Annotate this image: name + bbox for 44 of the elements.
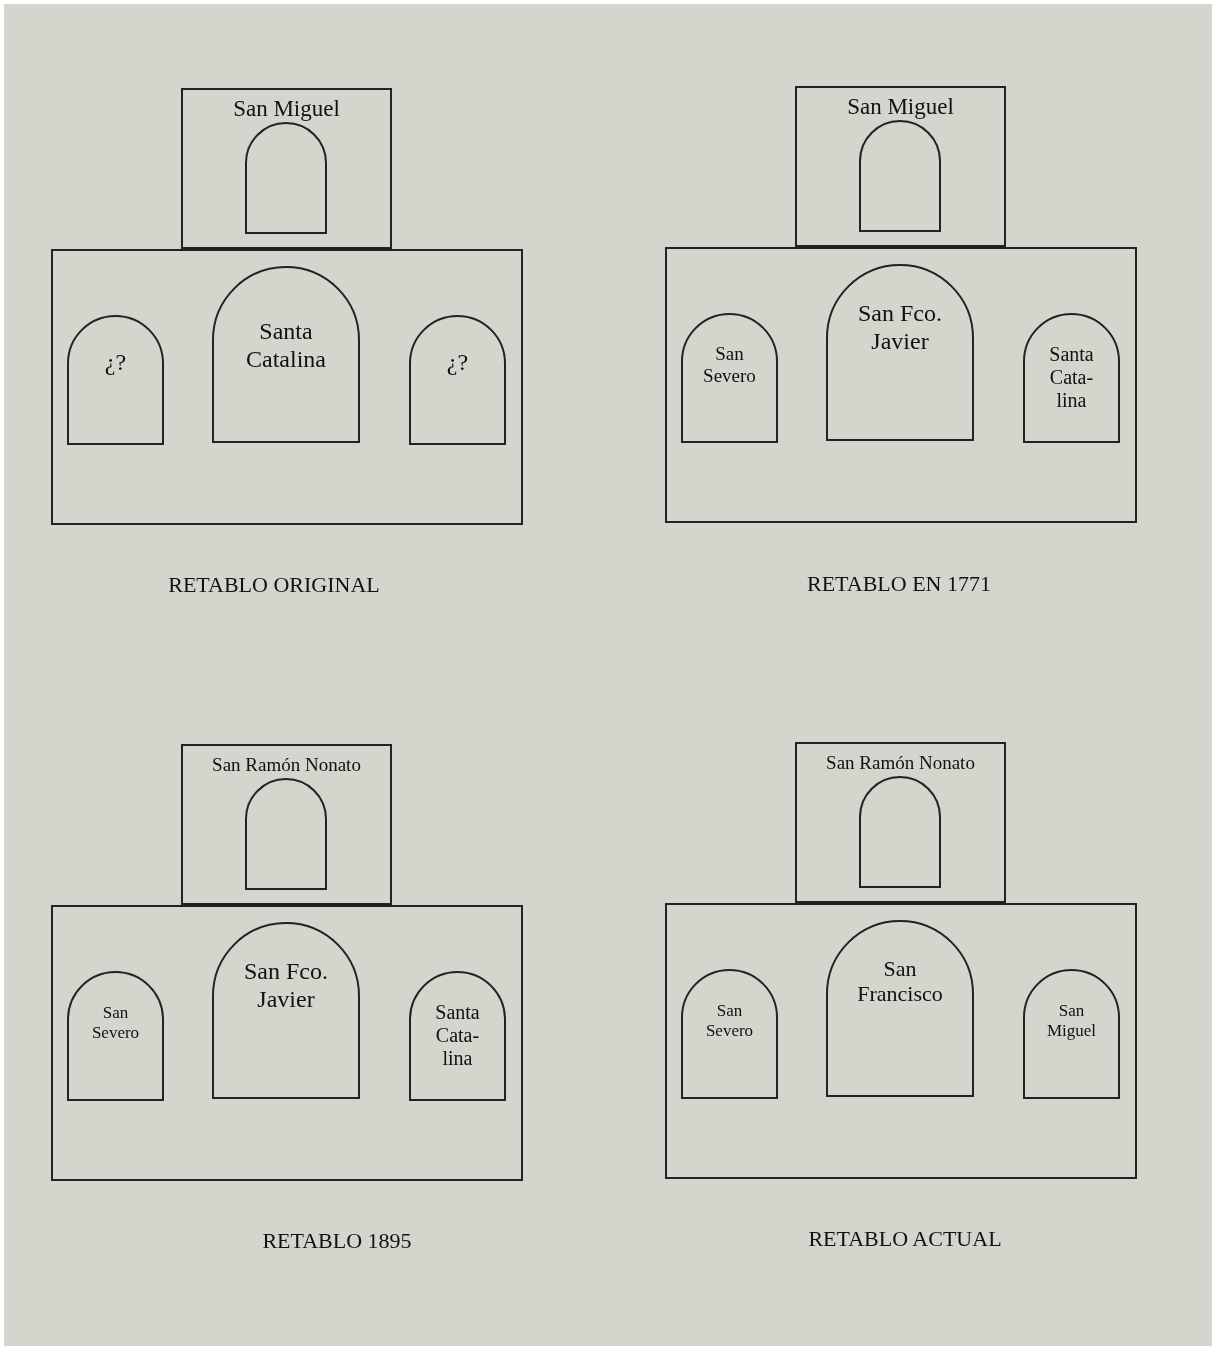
niche-arch [245,122,327,234]
upper-panel [795,86,1006,247]
niche-arch [245,778,327,890]
saint-name: San Francisco [856,956,944,1007]
niche-arch [212,266,360,443]
niche-arch [212,922,360,1099]
altarpiece-caption: RETABLO ORIGINAL [168,572,380,598]
niche-arch [859,120,941,232]
upper-panel [795,742,1006,903]
altarpiece-caption: RETABLO ACTUAL [808,1226,1002,1252]
niche-arch [826,264,974,441]
saint-name: Santa Cata- lina [434,1001,481,1070]
altarpiece-body [665,903,1137,1179]
saint-name: San Severo [702,343,757,387]
saint-name: San Miguel [232,96,341,123]
niche-arch [681,969,778,1099]
altarpiece-body [51,249,523,525]
niche-arch [859,776,941,888]
niche-arch [67,315,164,445]
niche-arch [681,313,778,443]
saint-name: San Fco. Javier [243,958,329,1014]
niche-arch [1023,969,1120,1099]
saint-name: Santa Catalina [245,318,327,374]
upper-panel [181,88,392,249]
altarpiece-caption: RETABLO EN 1771 [807,571,991,597]
upper-panel [181,744,392,905]
niche-arch [409,315,506,445]
altarpiece-body [665,247,1137,523]
saint-name: San Miguel [1045,1001,1098,1041]
saint-name: San Fco. Javier [857,300,943,356]
saint-name: San Miguel [846,94,955,121]
saint-name: San Severo [90,1003,141,1043]
niche-arch [1023,313,1120,443]
saint-name: Santa Cata- lina [1048,343,1095,412]
saint-name: San Ramón Nonato [211,754,362,776]
niche-arch [67,971,164,1101]
altarpiece-caption: RETABLO 1895 [262,1228,412,1254]
saint-name: San Ramón Nonato [825,752,976,774]
niche-arch [826,920,974,1097]
saint-name: San Severo [704,1001,755,1041]
altarpiece-body [51,905,523,1181]
saint-name: ¿? [103,349,128,377]
saint-name: ¿? [445,349,470,377]
niche-arch [409,971,506,1101]
